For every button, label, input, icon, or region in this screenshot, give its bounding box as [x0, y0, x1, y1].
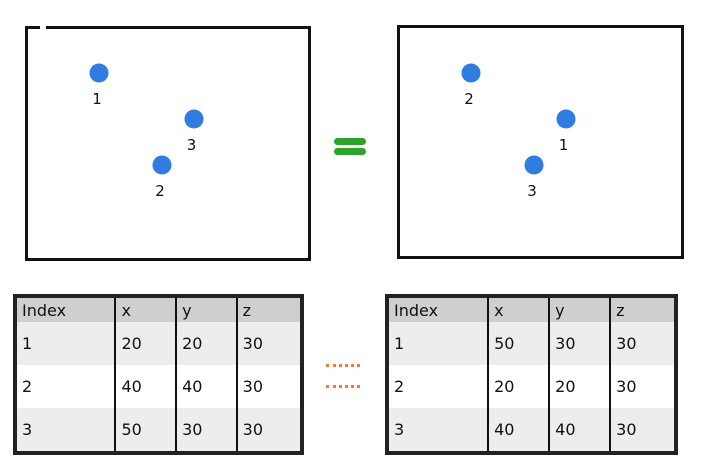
table-cell: 50: [487, 322, 550, 365]
not-equals-sign-bottom: [326, 385, 360, 388]
table-cell: 30: [235, 322, 302, 365]
equals-sign-top: [334, 138, 366, 145]
column-header: y: [548, 296, 611, 322]
point-label: 2: [155, 182, 165, 200]
equals-sign-bottom: [334, 148, 366, 155]
table-cell: 40: [548, 408, 611, 453]
column-header: x: [114, 296, 177, 322]
point-2: [152, 155, 172, 175]
point-label: 1: [92, 90, 102, 108]
column-header: Index: [15, 296, 116, 322]
right-plot: [397, 25, 684, 259]
table-cell: 1: [15, 322, 116, 365]
table-cell: 1: [387, 322, 489, 365]
point-label: 1: [558, 136, 569, 154]
point-3: [524, 155, 544, 175]
table-cell: 30: [609, 322, 676, 365]
table-cell: 40: [114, 365, 177, 408]
table-cell: 40: [487, 408, 550, 453]
point-1: [556, 109, 575, 129]
table-cell: 20: [548, 365, 611, 408]
border-gap: [40, 26, 46, 29]
table-cell: 20: [487, 365, 550, 408]
point-label: 3: [527, 182, 537, 200]
point-3: [184, 109, 203, 129]
table-cell: 30: [235, 408, 302, 453]
column-header: z: [609, 296, 676, 322]
column-header: Index: [387, 296, 489, 322]
point-1: [89, 63, 109, 83]
table-cell: 30: [235, 365, 302, 408]
table-cell: 20: [114, 322, 177, 365]
table-cell: 30: [609, 365, 676, 408]
table-cell: 30: [609, 408, 676, 453]
table-cell: 2: [15, 365, 116, 408]
table-cell: 2: [387, 365, 489, 408]
table-cell: 50: [114, 408, 177, 453]
table-cell: 20: [175, 322, 237, 365]
point-label: 3: [186, 136, 197, 154]
point-2: [461, 63, 481, 83]
column-header: y: [175, 296, 237, 322]
column-header: x: [487, 296, 550, 322]
table-cell: 30: [548, 322, 611, 365]
table-cell: 3: [387, 408, 489, 453]
column-header: z: [235, 296, 302, 322]
table-cell: 40: [175, 365, 237, 408]
not-equals-sign-top: [326, 364, 360, 367]
point-label: 2: [464, 90, 474, 108]
table-cell: 3: [15, 408, 116, 453]
left-plot: [25, 26, 311, 261]
table-cell: 30: [175, 408, 237, 453]
